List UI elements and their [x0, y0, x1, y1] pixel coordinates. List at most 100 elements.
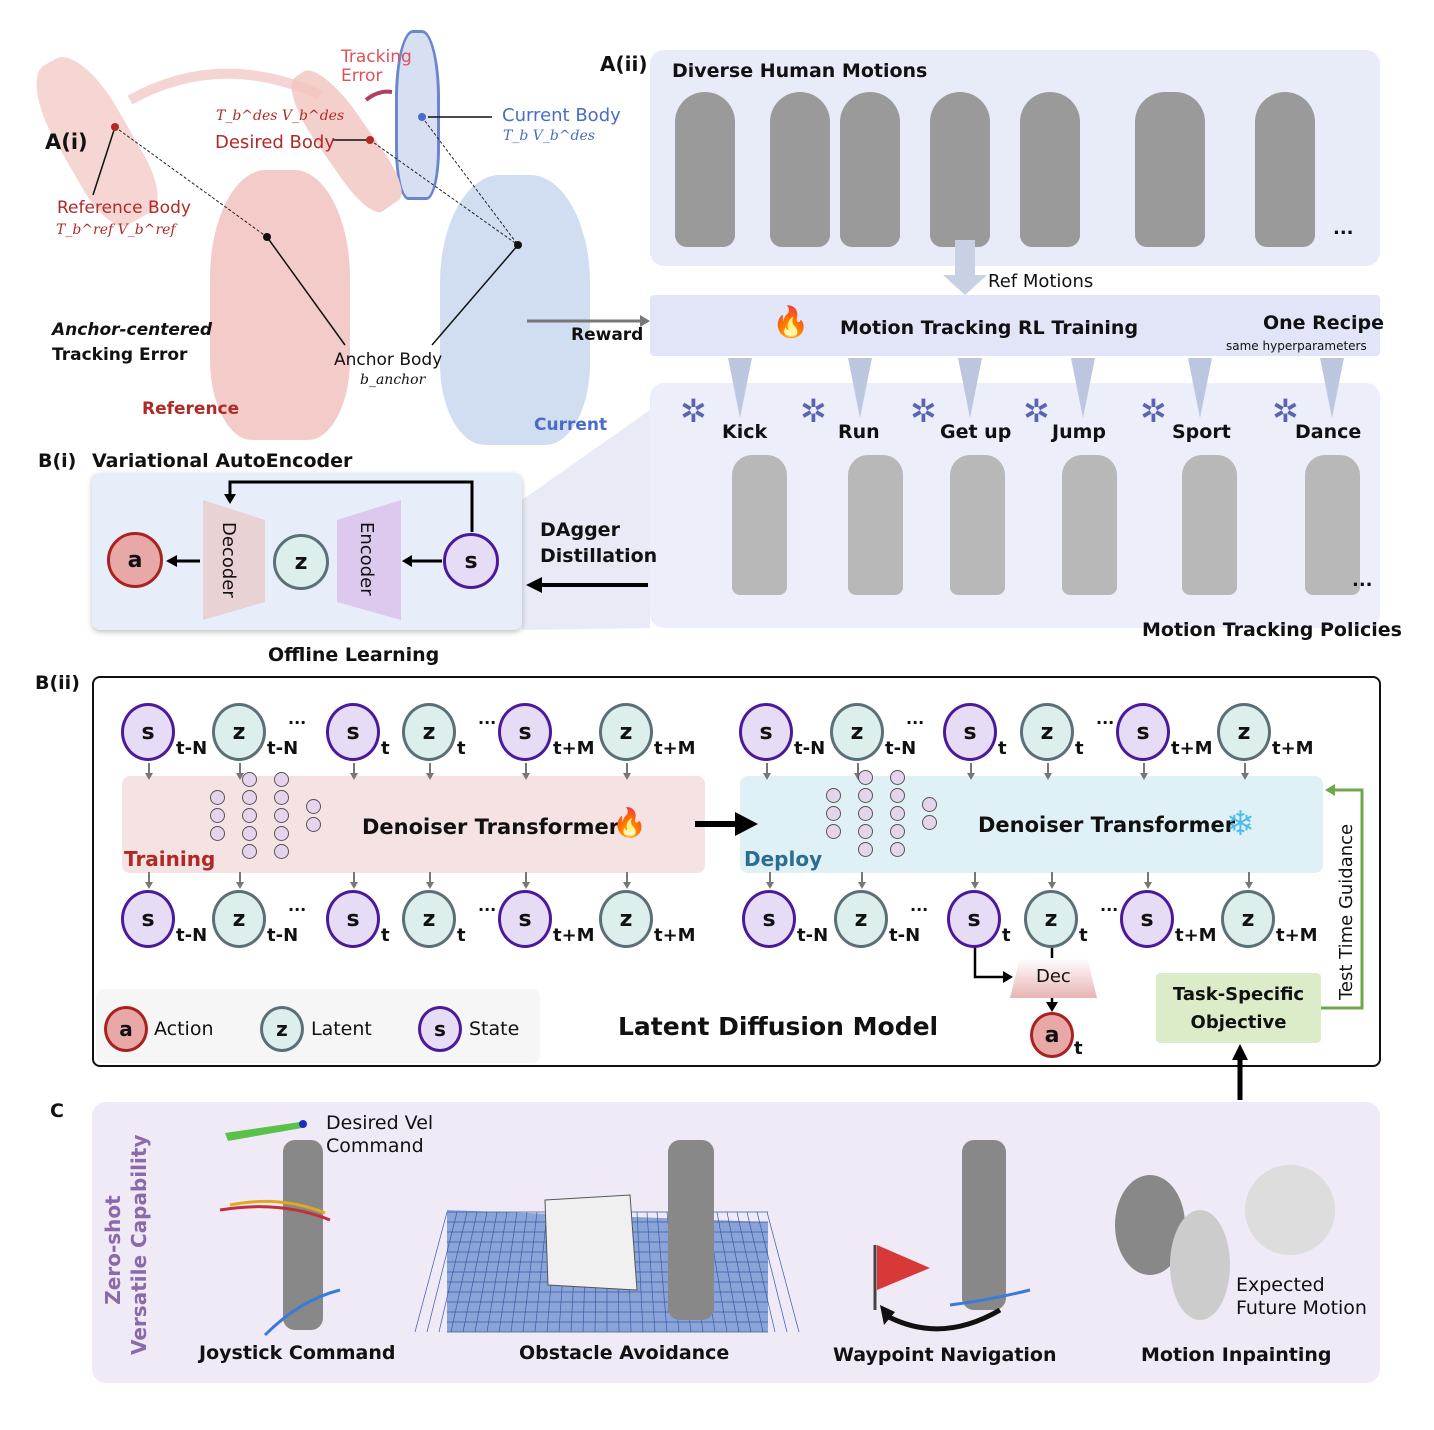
human-motion-figure: [1255, 92, 1315, 247]
node-arrowhead: [623, 882, 631, 889]
neural-net-node: [274, 844, 289, 859]
neural-net-node: [306, 817, 321, 832]
action-output-subscript: t: [1074, 1038, 1083, 1059]
node-arrowhead: [426, 882, 434, 889]
neural-net-node: [826, 824, 841, 839]
node-arrowhead: [1245, 882, 1253, 889]
latent-node: z: [830, 703, 884, 761]
dec-gradient-overlay: [1010, 958, 1097, 998]
one-recipe-label: One Recipe: [1263, 312, 1384, 334]
anchor-body-math: b_anchor: [360, 372, 426, 388]
robot-policy-figure: [950, 455, 1005, 595]
decoder-label: Decoder: [218, 522, 239, 598]
ref-motions-arrow: [943, 240, 987, 295]
human-motions-title: Diverse Human Motions: [672, 60, 928, 82]
desired-body-math: T_b^des V_b^des: [216, 108, 345, 124]
human-motion-figure: [840, 92, 900, 247]
b-i-label: B(i): [38, 450, 77, 472]
human-motion-figure: [1020, 92, 1080, 247]
b-ii-label: B(ii): [35, 672, 80, 694]
legend: [96, 989, 540, 1063]
policies-ellipsis: ...: [1352, 570, 1373, 591]
node-subscript: t+M: [1175, 925, 1217, 946]
robot-policy-figure: [1305, 455, 1360, 595]
robot-joystick: [283, 1140, 323, 1330]
latent-node: z: [1217, 703, 1271, 761]
robot-waypoint: [962, 1140, 1006, 1310]
state-node: s: [498, 703, 552, 761]
latent-node: z: [1024, 890, 1078, 948]
neural-net-node: [890, 842, 905, 857]
state-node: s: [121, 703, 175, 761]
caption-waypoint: Waypoint Navigation: [833, 1344, 1057, 1366]
node-arrowhead: [236, 882, 244, 889]
human-motion-figure: [930, 92, 990, 247]
neural-net-node: [858, 770, 873, 785]
policy-label-kick: Kick: [722, 421, 768, 443]
current-leg-figure: [395, 30, 440, 200]
neural-net-icon: ✲: [1272, 392, 1299, 430]
deploy-model-label: Denoiser Transformer: [978, 813, 1236, 837]
state-node: s: [739, 703, 793, 761]
policy-label-run: Run: [838, 421, 880, 443]
neural-net-node: [858, 806, 873, 821]
ellipsis: ...: [906, 709, 925, 728]
policy-label-dance: Dance: [1295, 421, 1362, 443]
neural-net-node: [210, 790, 225, 805]
latent-node: z: [273, 534, 329, 590]
node-arrowhead: [522, 773, 530, 780]
node-subscript: t-N: [797, 925, 829, 946]
node-arrowhead: [766, 882, 774, 889]
rl-training-bar: [650, 295, 1380, 356]
ellipsis: ...: [478, 896, 497, 915]
legend-state-label: State: [469, 1018, 520, 1040]
legend-latent-symbol: z: [260, 1006, 304, 1052]
reference-label: Reference: [142, 399, 240, 419]
node-subscript: t: [381, 738, 390, 759]
offline-learning-label: Offline Learning: [268, 644, 440, 666]
caption-inpainting: Motion Inpainting: [1141, 1344, 1332, 1366]
node-arrowhead: [145, 773, 153, 780]
neural-net-node: [210, 808, 225, 823]
anchor-body-label: Anchor Body: [334, 350, 443, 370]
encoder-shape: [337, 500, 401, 620]
node-subscript: t-N: [176, 925, 208, 946]
node-subscript: t-N: [267, 738, 299, 759]
neural-net-node: [890, 806, 905, 821]
neural-net-icon: ✲: [1140, 392, 1167, 430]
neural-net-node: [210, 826, 225, 841]
training-label: Training: [124, 847, 216, 871]
state-node: s: [1116, 703, 1170, 761]
state-node: s: [326, 890, 380, 948]
node-subscript: t-N: [885, 738, 917, 759]
policy-arrow: [1071, 358, 1095, 418]
node-arrowhead: [971, 882, 979, 889]
neural-net-node: [274, 772, 289, 787]
robot-obstacle: [668, 1140, 714, 1320]
fire-icon: 🔥: [612, 806, 647, 839]
node-subscript: t-N: [889, 925, 921, 946]
dagger-wedge: [522, 410, 650, 630]
reference-body-math: T_b^ref V_b^ref: [56, 222, 176, 238]
neural-net-node: [890, 788, 905, 803]
current-label: Current: [534, 415, 608, 435]
neural-net-node: [306, 799, 321, 814]
node-arrowhead: [1140, 773, 1148, 780]
node-subscript: t: [457, 738, 466, 759]
neural-net-icon: ✲: [910, 392, 937, 430]
latent-node: z: [212, 890, 266, 948]
node-subscript: t+M: [553, 738, 595, 759]
neural-net-node: [242, 772, 257, 787]
policies-title: Motion Tracking Policies: [1142, 619, 1402, 641]
a-i-lines: [92, 68, 650, 346]
policy-arrow: [848, 358, 872, 418]
node-arrowhead: [967, 773, 975, 780]
reward-label: Reward: [571, 325, 644, 345]
policy-label-get-up: Get up: [940, 421, 1012, 443]
current-robot-figure: [440, 175, 590, 445]
node-subscript: t+M: [1171, 738, 1213, 759]
neural-net-node: [858, 824, 873, 839]
node-subscript: t: [1079, 925, 1088, 946]
